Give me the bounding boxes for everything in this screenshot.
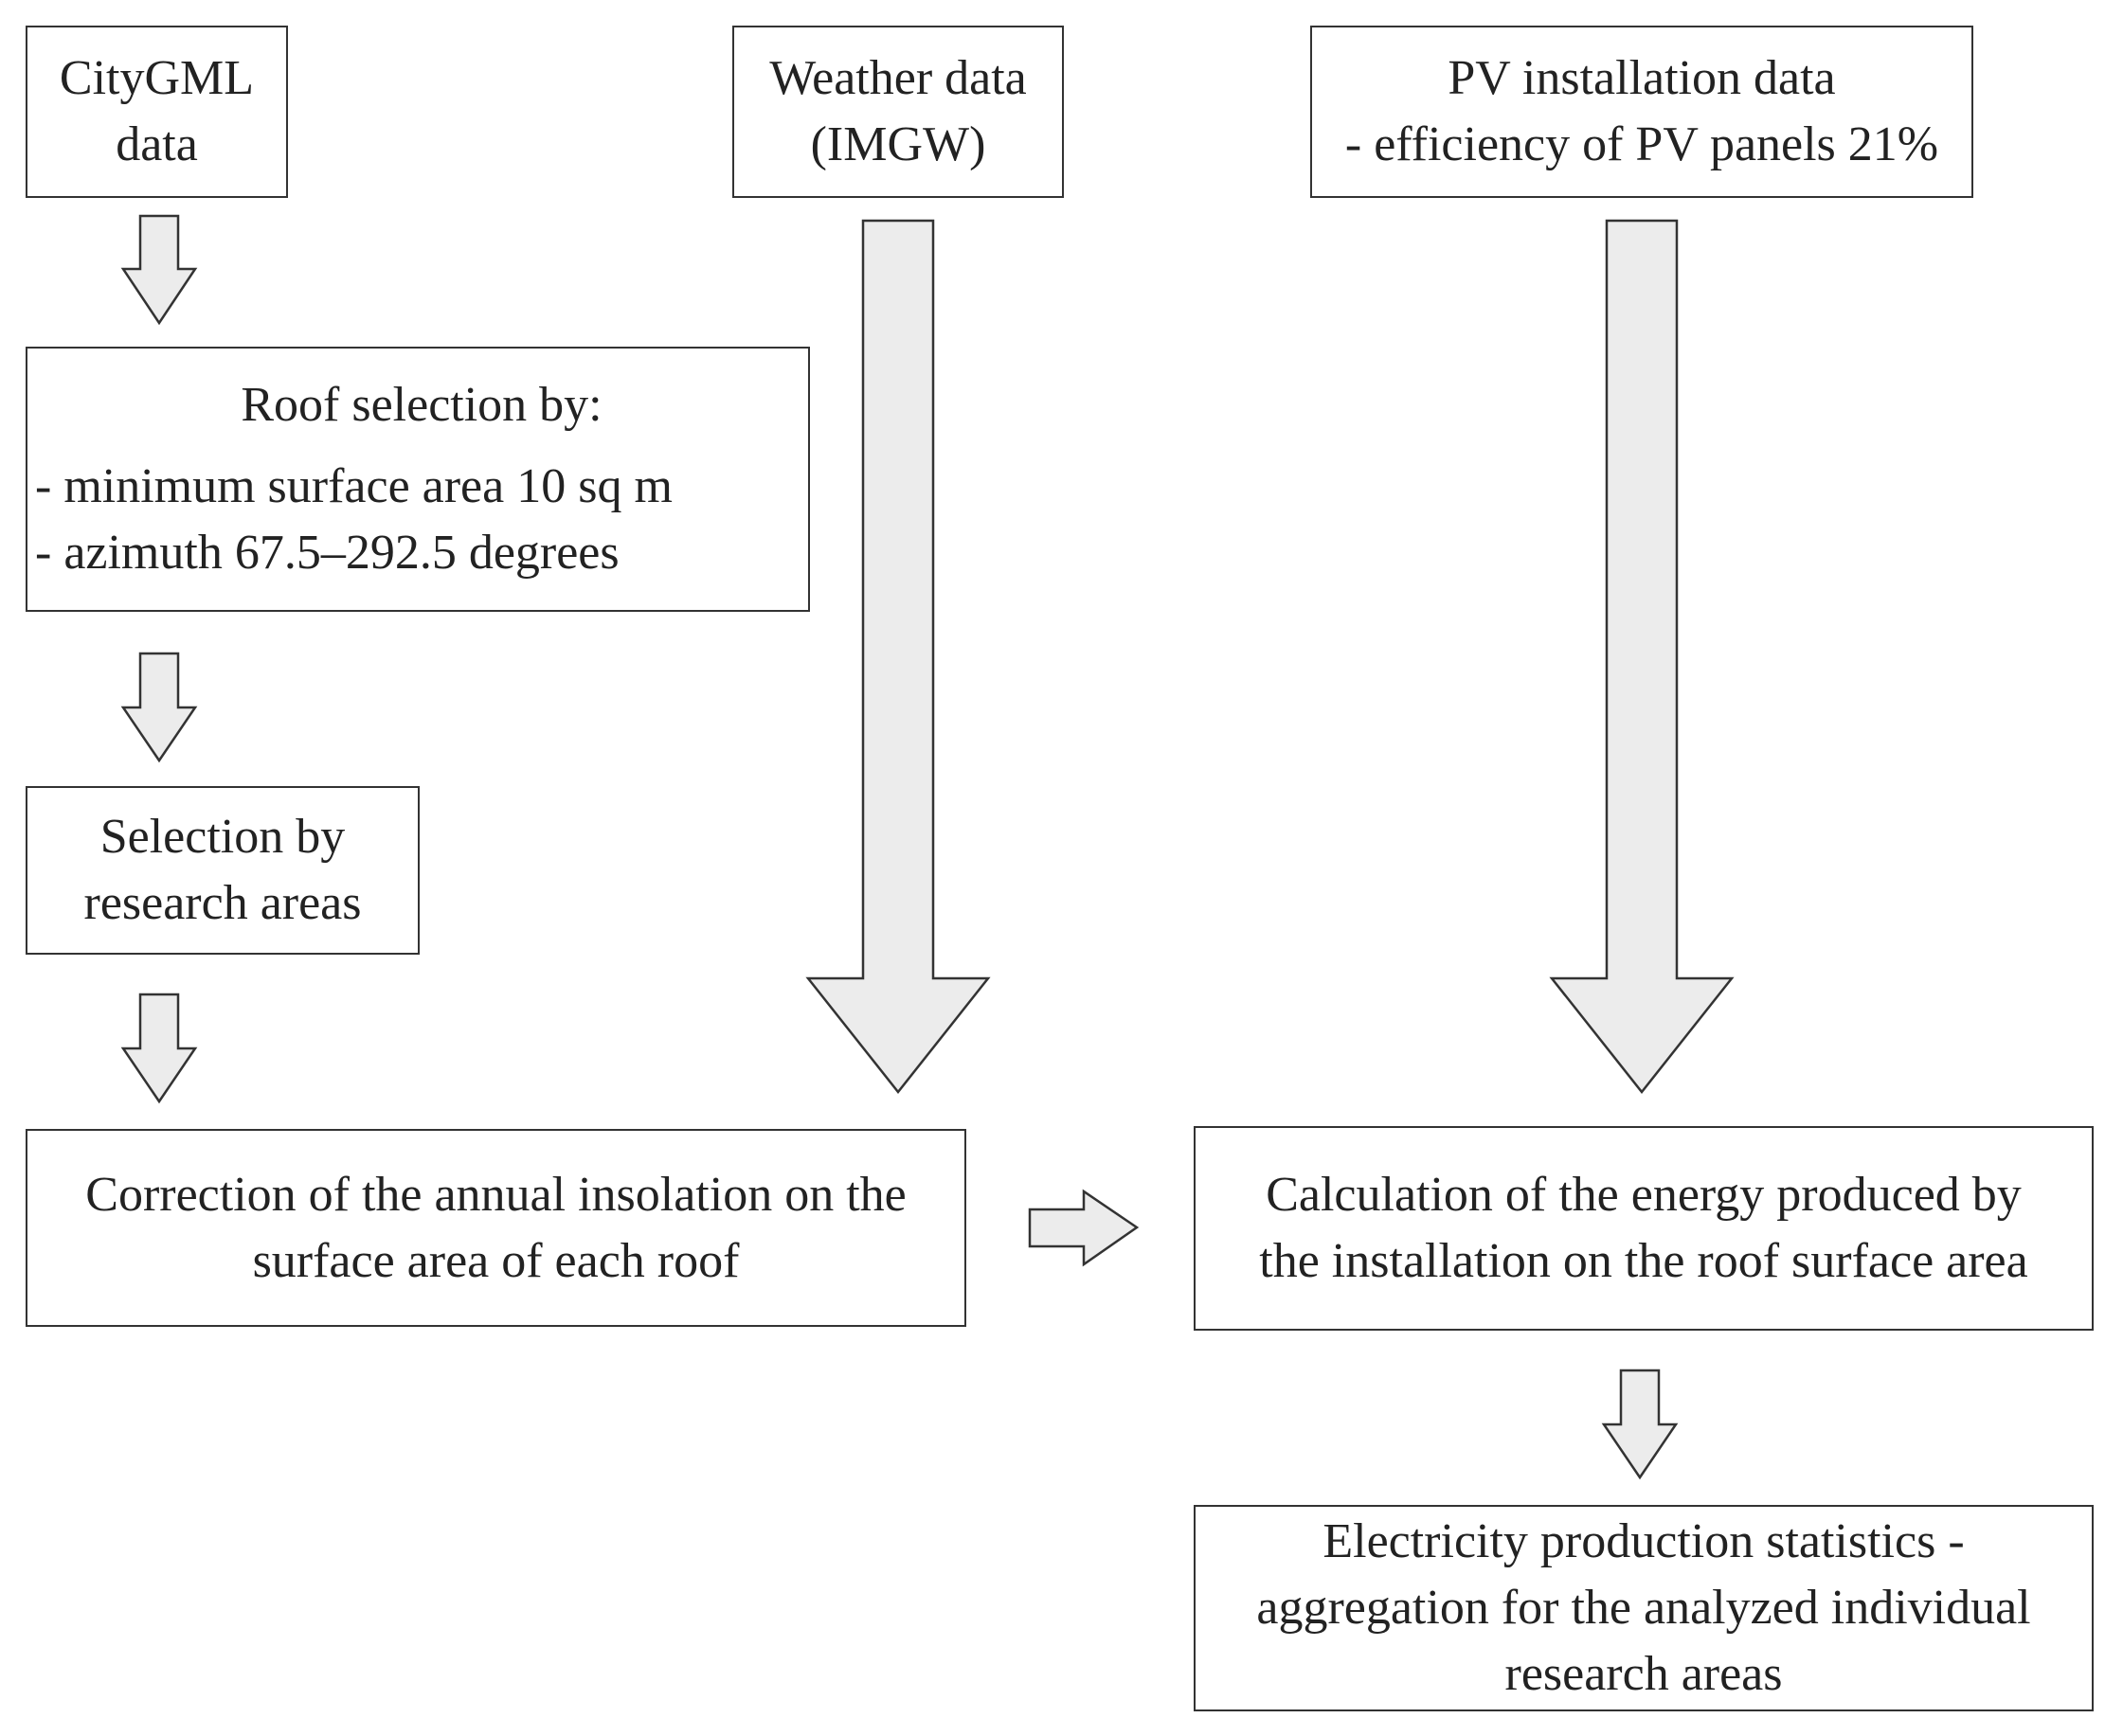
- citygml-line-2: data: [116, 117, 198, 171]
- roof-selection-title: Roof selection by:: [241, 378, 603, 432]
- citygml-data-box: CityGML data: [26, 26, 288, 198]
- calculation-line-2: the installation on the roof surface are…: [1259, 1234, 2028, 1288]
- arrow-citygml-to-roof: [120, 214, 198, 326]
- weather-data-box: Weather data (IMGW): [732, 26, 1064, 198]
- roof-criterion-azimuth: - azimuth 67.5–292.5 degrees: [35, 526, 620, 580]
- correction-line-2: surface area of each roof: [252, 1233, 740, 1288]
- pv-installation-box: PV installation data - efficiency of PV …: [1310, 26, 1973, 198]
- citygml-line-1: CityGML: [59, 51, 255, 105]
- arrow-selection-to-correction: [120, 993, 198, 1104]
- arrow-correction-to-calculation: [1028, 1189, 1140, 1267]
- selection-line-2: research areas: [83, 876, 362, 930]
- statistics-line-1: Electricity production statistics -: [1322, 1514, 1965, 1568]
- weather-line-1: Weather data: [769, 51, 1027, 105]
- research-area-selection-box: Selection by research areas: [26, 786, 420, 955]
- arrow-calc-to-stats: [1601, 1369, 1679, 1480]
- energy-calculation-box: Calculation of the energy produced by th…: [1194, 1126, 2094, 1331]
- statistics-box: Electricity production statistics - aggr…: [1194, 1505, 2094, 1711]
- selection-line-1: Selection by: [99, 810, 346, 864]
- roof-criterion-area: - minimum surface area 10 sq m: [35, 459, 673, 513]
- arrow-roof-to-selection: [120, 652, 198, 763]
- pv-line-1: PV installation data: [1448, 51, 1836, 105]
- roof-selection-box: Roof selection by: - minimum surface are…: [26, 347, 810, 612]
- calculation-line-1: Calculation of the energy produced by: [1266, 1168, 2022, 1222]
- correction-line-1: Correction of the annual insolation on t…: [85, 1167, 907, 1222]
- insolation-correction-box: Correction of the annual insolation on t…: [26, 1129, 966, 1327]
- arrow-pv-to-calculation: [1549, 219, 1735, 1095]
- arrow-weather-to-correction: [805, 219, 991, 1095]
- statistics-line-3: research areas: [1504, 1647, 1783, 1701]
- weather-line-2: (IMGW): [810, 117, 986, 171]
- pv-line-2: - efficiency of PV panels 21%: [1344, 117, 1939, 171]
- statistics-line-2: aggregation for the analyzed individual: [1256, 1581, 2031, 1635]
